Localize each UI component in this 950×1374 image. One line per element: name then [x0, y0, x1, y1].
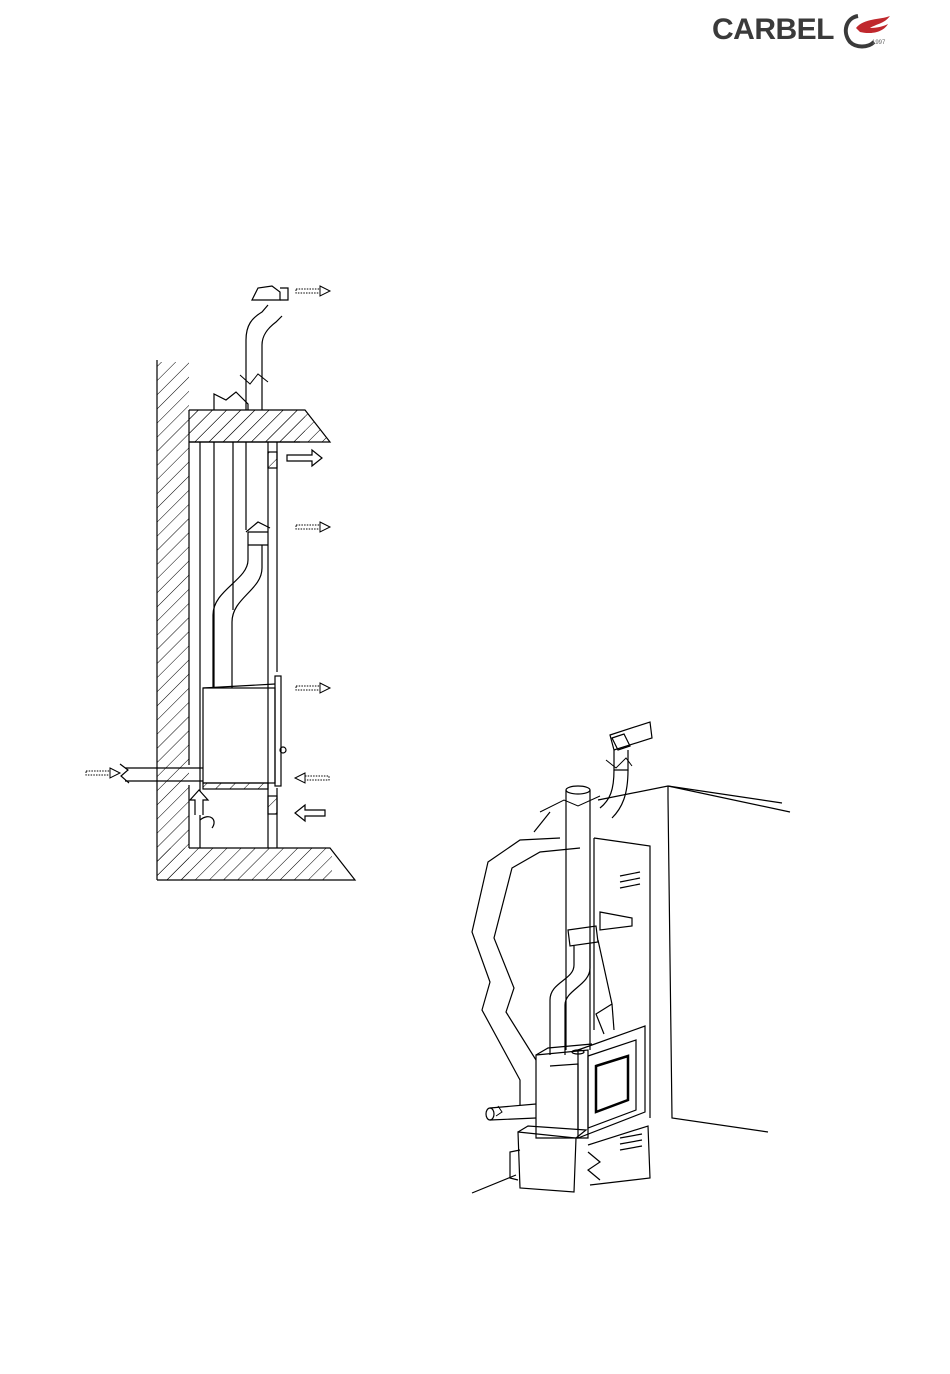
air-out-upper-vent-arrow [287, 450, 322, 466]
section-view [86, 286, 355, 880]
perspective-view [472, 722, 790, 1193]
air-out-front-arrow [296, 683, 330, 693]
air-in-room-arrow [295, 805, 325, 821]
air-in-lower-vent-arrow [295, 773, 329, 783]
air-out-top-arrow [296, 286, 330, 296]
air-up-under-stove-arrow [190, 790, 208, 815]
air-out-middle-arrow [296, 522, 330, 532]
air-in-outside-arrow [86, 768, 120, 778]
